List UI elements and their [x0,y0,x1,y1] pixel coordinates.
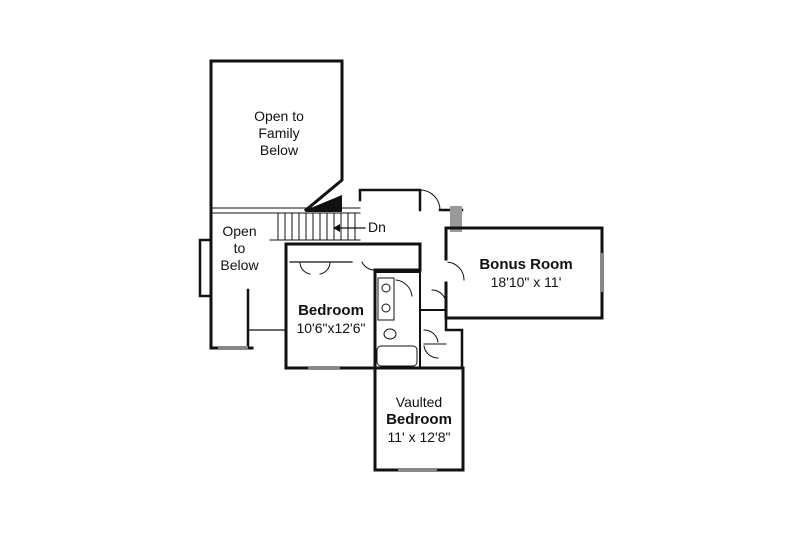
vaulted-bedroom-prefix: Vaulted [395,394,443,410]
label-vaulted-bedroom: Vaulted Bedroom 11' x 12'8" [377,394,461,446]
label-bedroom: Bedroom 10'6"x12'6" [288,302,374,337]
vaulted-bedroom-dimensions: 11' x 12'8" [387,428,451,445]
toilet [383,328,397,340]
wall-open-family [209,59,344,213]
door-hall-top [419,189,441,211]
label-open-below: Open to Below [212,223,267,273]
label-bonus-room: Bonus Room 18'10" x 11' [456,256,596,291]
label-open-family: Open to Family Below [244,108,314,158]
open-below-line-2: to [233,239,246,256]
label-stairs: Dn [368,219,386,236]
open-below-line-1: Open [222,223,257,239]
vaulted-bedroom-name: Bedroom [386,410,452,428]
open-family-line-3: Below [259,141,299,158]
open-below-line-3: Below [220,256,259,273]
stairs-dn: Dn [368,219,386,235]
bonus-room-dimensions: 18'10" x 11' [490,274,562,290]
door-bonus [445,261,465,281]
bonus-room-name: Bonus Room [479,256,573,273]
vanity [377,277,395,321]
stair-treads [269,212,361,241]
bedroom-closet-doors [299,261,331,275]
bay-window [198,238,213,298]
wall-hall-top [358,188,464,212]
open-family-line-1: Open to [254,108,304,124]
tub [376,345,418,367]
open-family-line-2: Family [258,124,300,141]
bedroom-name: Bedroom [298,302,364,319]
stair-fill [306,195,342,212]
bedroom-dimensions: 10'6"x12'6" [296,320,366,336]
